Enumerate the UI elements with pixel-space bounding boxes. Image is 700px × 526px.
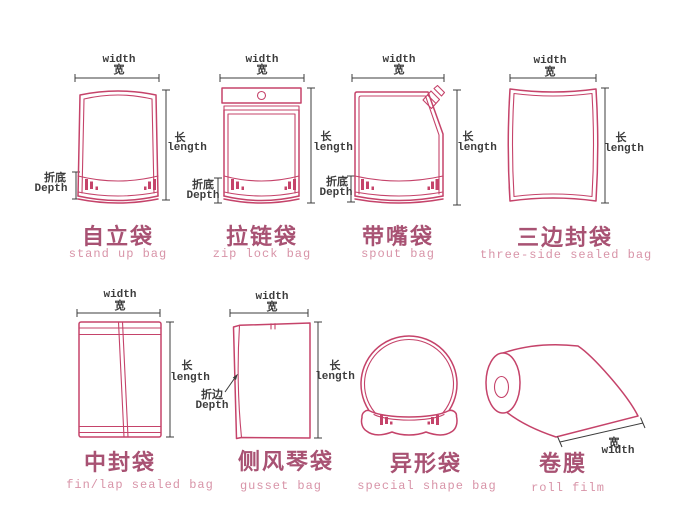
depth-label-en: Depth [186,190,220,202]
three-side-sealed-bag-drawing [507,74,609,204]
length-dimension-line [314,321,322,439]
bag-name-en: fin/lap sealed bag [66,478,214,492]
gusset-marks [361,179,439,190]
bag-name-en: spout bag [361,247,435,261]
width-label-cn: 宽 [113,63,125,76]
stand-base [360,409,458,436]
width-label-en: width [533,55,567,67]
width-label-cn: 宽 [544,65,556,78]
depth-label-cn: 折底 [192,178,214,191]
fin-lap-sealed-bag-drawing [76,309,174,438]
length-label-cn: 长 [181,359,193,372]
length-dimension-line [453,89,461,206]
length-dimension-line [601,87,609,204]
stand-up-bag-drawing [72,74,170,204]
length-label-en: length [313,142,353,154]
width-dimension-line [351,74,445,82]
depth-label-cn: 折底 [326,175,348,188]
bag-name-cn: 卷膜 [538,451,587,476]
length-label-en: length [315,371,355,383]
length-label-cn: 长 [462,130,474,143]
length-label-en: length [604,143,644,155]
width-label-en: width [102,54,136,66]
width-label-en: width [103,289,137,301]
length-label-en: length [170,372,210,384]
length-label-en: length [457,142,497,154]
bag-name-en: special shape bag [357,479,497,493]
gusset-bag-drawing [224,309,322,440]
depth-bracket [347,175,355,203]
bag-name-cn: 侧风琴袋 [237,449,334,474]
gusset-marks [380,415,439,425]
depth-label-en: Depth [195,400,229,412]
depth-label-cn: 折底 [44,171,66,184]
bag-name-cn: 自立袋 [81,224,154,249]
width-dimension-line [219,74,305,82]
film-sheet [502,344,639,438]
width-label-cn: 宽 [393,63,405,76]
width-dimension-line [229,309,309,317]
length-dimension-line [162,89,170,201]
bag-name-cn: 中封袋 [83,450,156,475]
bag-name-en: zip lock bag [212,247,312,261]
width-label-cn: 宽 [256,63,268,76]
gusset-fold-line [237,324,243,439]
length-label-cn: 长 [329,359,341,372]
special-shape-bag-drawing [360,335,458,436]
gusset-marks [85,179,156,190]
bag-outline [77,90,159,204]
width-label-cn: 宽 [608,436,620,449]
width-label-en: width [601,445,635,457]
bag-name-cn: 三边封袋 [516,225,613,250]
width-dimension-line [76,309,161,317]
length-label-en: length [167,142,207,154]
depth-label-en: Depth [319,187,353,199]
bag-name-en: gusset bag [239,479,322,493]
width-label-en: width [255,291,289,303]
bag-name-cn: 拉链袋 [225,224,298,249]
depth-label-cn: 折边 [201,388,223,401]
length-label-cn: 长 [174,131,186,144]
bag-name-cn: 异形袋 [389,451,462,476]
width-label-cn: 宽 [266,300,278,313]
bag-name-en: roll film [531,481,605,495]
length-label-cn: 长 [615,131,627,144]
spout [422,84,446,110]
bag-outline [360,335,458,436]
length-label-cn: 长 [320,130,332,143]
roll-film-drawing [485,344,646,448]
width-label-cn: 宽 [114,299,126,312]
center-seal-line [117,321,129,438]
bag-name-en: three-side sealed bag [480,248,653,262]
spout-bag-drawing [347,74,461,206]
width-dimension-line [509,74,597,82]
length-dimension-line [166,321,174,438]
bag-outline [507,88,599,202]
bag-outline [78,321,162,438]
hang-hole [256,90,267,101]
top-notch [270,323,276,330]
width-dimension-line [557,417,646,448]
gusset-marks [231,179,296,190]
depth-arrow [224,373,238,393]
bag-outline [354,84,446,204]
zipper-line [223,105,300,111]
width-dimension-line [74,74,160,82]
roll-core [493,375,510,399]
width-label-en: width [245,54,279,66]
bag-name-en: stand up bag [68,247,168,261]
zip-lock-bag-drawing [214,74,315,204]
bag-outline [221,87,302,204]
depth-label-en: Depth [34,183,68,195]
roll-end [485,352,521,414]
bag-outline [232,322,311,440]
depth-bracket [214,177,222,204]
width-label-en: width [382,54,416,66]
length-dimension-line [307,87,315,204]
bag-name-cn: 带嘴袋 [361,224,434,249]
